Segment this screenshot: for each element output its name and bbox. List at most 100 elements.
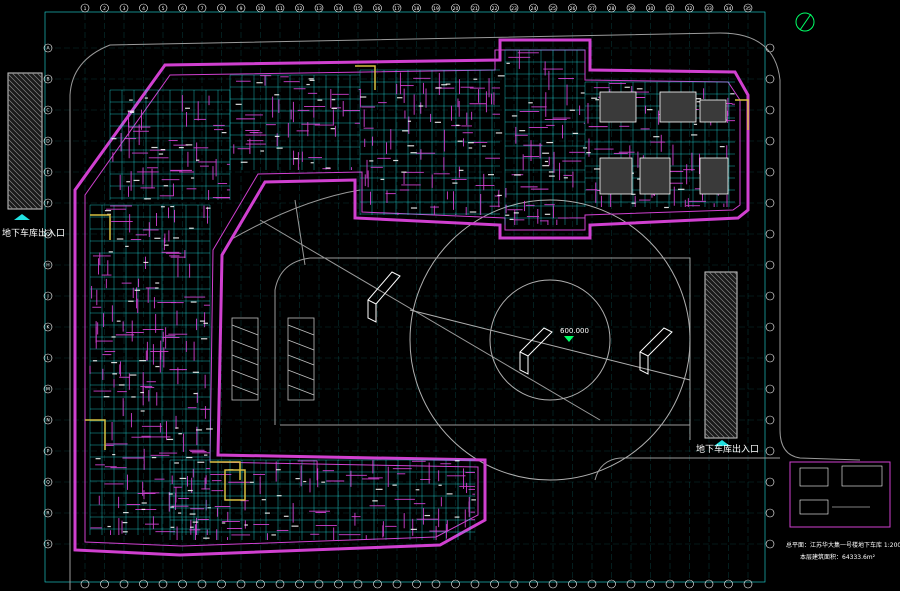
- grid-bubble-bottom: [412, 579, 421, 589]
- grid-number: 30: [648, 6, 654, 12]
- grid-bubble-bottom: [256, 579, 265, 589]
- grid-bubble-bottom: [392, 579, 402, 589]
- grid-bubble-top: [275, 3, 285, 13]
- grid-bubble-top: [256, 3, 265, 13]
- structure-zone: [359, 69, 505, 215]
- grid-bubble-left: [43, 508, 53, 518]
- grid-bubble-bottom: [431, 579, 441, 589]
- grid-bubble-left: [43, 74, 53, 84]
- grid-number: 27: [589, 6, 595, 12]
- grid-bubble-bottom: [275, 579, 285, 589]
- entrance-label-left: 地下车库出入口: [2, 227, 65, 239]
- grid-bubble-bottom: [139, 579, 148, 589]
- grid-bubble-right: [765, 229, 775, 239]
- grid-letter: N: [46, 418, 49, 424]
- grid-letter: K: [47, 325, 51, 331]
- grid-bubble-top: [626, 3, 636, 13]
- grid-bubble-bottom: [470, 579, 480, 589]
- equipment-room: [699, 99, 727, 123]
- grid-number: 10: [258, 6, 264, 12]
- grid-bubble-bottom: [724, 579, 733, 589]
- basement-outline: [73, 38, 750, 557]
- grid-bubble-bottom: [743, 579, 753, 589]
- grid-number: 15: [355, 6, 361, 12]
- grid-bubble-top: [158, 3, 168, 13]
- grid-bubble-bottom: [665, 579, 675, 589]
- grid-bubble-right: [765, 477, 775, 487]
- grid-bubble-top: [646, 3, 655, 13]
- grid-bubble-right: [765, 105, 775, 115]
- grid-number: 5: [162, 6, 165, 12]
- grid-bubble-left: [43, 384, 53, 394]
- elevation-text: 600.000: [560, 327, 589, 335]
- grid-bubble-right: [765, 198, 775, 208]
- grid-bubble-bottom: [373, 579, 382, 589]
- grid-bubble-top: [685, 3, 694, 13]
- interior-structure: [89, 49, 735, 540]
- grid-bubble-right: [765, 415, 775, 425]
- area-line: 本层建筑面积：64333.6m²: [800, 553, 876, 561]
- grid-bubble-right: [765, 74, 775, 84]
- grid-letter: G: [46, 232, 50, 238]
- grid-bubble-bottom: [626, 579, 636, 589]
- grid-bubble-top: [451, 3, 460, 13]
- surface-parking: [231, 317, 315, 401]
- grid-bubble-left: [43, 198, 53, 208]
- entrance-label-right: 地下车库出入口: [696, 443, 759, 455]
- grid-letter: L: [47, 356, 50, 362]
- left-hatched-building: [7, 72, 43, 210]
- grid-bubble-bottom: [529, 579, 538, 589]
- grid-bubble-bottom: [353, 579, 363, 589]
- grid-number: 18: [414, 6, 420, 12]
- grid-bubble-top: [353, 3, 363, 13]
- grid-bubble-bottom: [490, 579, 499, 589]
- entrance-arrow-left-icon: [14, 214, 30, 220]
- equipment-room: [639, 157, 671, 195]
- structure-zone: [169, 459, 476, 540]
- grid-bubble-top: [334, 3, 343, 13]
- grid-bubble-right: [765, 384, 775, 394]
- grid-number: 3: [123, 6, 126, 12]
- grid-letter: Q: [46, 480, 50, 486]
- grid-bubble-bottom: [704, 579, 714, 589]
- grid-number: 8: [220, 6, 223, 12]
- grid-bubble-bottom: [548, 579, 558, 589]
- grid-bubble-left: [43, 539, 53, 549]
- grid-bubble-top: [100, 3, 109, 13]
- grid-number: 2: [103, 6, 106, 12]
- grid-bubble-bottom: [119, 579, 129, 589]
- grid-bubble-right: [765, 291, 775, 301]
- grid-bubble-bottom: [451, 579, 460, 589]
- grid-bubble-bottom: [178, 579, 187, 589]
- grid-bubble-right: [765, 43, 775, 53]
- grid-number: 24: [531, 6, 537, 12]
- north-arrow-icon: [795, 12, 815, 32]
- grid-number: 13: [316, 6, 322, 12]
- equipment-room: [599, 91, 637, 123]
- grid-number: 17: [394, 6, 400, 12]
- grid-bubble-left: [43, 415, 53, 425]
- grid-bubble-bottom: [568, 579, 577, 589]
- grid-bubble-right: [765, 539, 775, 549]
- grid-bubble-top: [80, 3, 90, 13]
- title-line: 总平面：江苏华大集一号楼地下车库 1:200: [786, 541, 900, 549]
- equipment-room: [599, 157, 633, 195]
- grid-letter: M: [46, 387, 50, 393]
- grid-bubble-top: [412, 3, 421, 13]
- grid-bubble-top: [197, 3, 207, 13]
- grid-letter: B: [46, 77, 49, 83]
- grid-number: 11: [277, 6, 283, 12]
- grid-bubble-right: [765, 136, 775, 146]
- grid-bubble-right: [765, 322, 775, 332]
- grid-bubble-top: [295, 3, 304, 13]
- grid-bubble-right: [765, 508, 775, 518]
- grid-number: 35: [745, 6, 751, 12]
- grid-bubble-top: [119, 3, 129, 13]
- grid-bubble-bottom: [509, 579, 519, 589]
- grid-bubble-bottom: [197, 579, 207, 589]
- grid-number: 12: [297, 6, 303, 12]
- grid-number: 31: [667, 6, 673, 12]
- basement-inner-outline: [84, 49, 741, 547]
- site-roads: [69, 32, 861, 590]
